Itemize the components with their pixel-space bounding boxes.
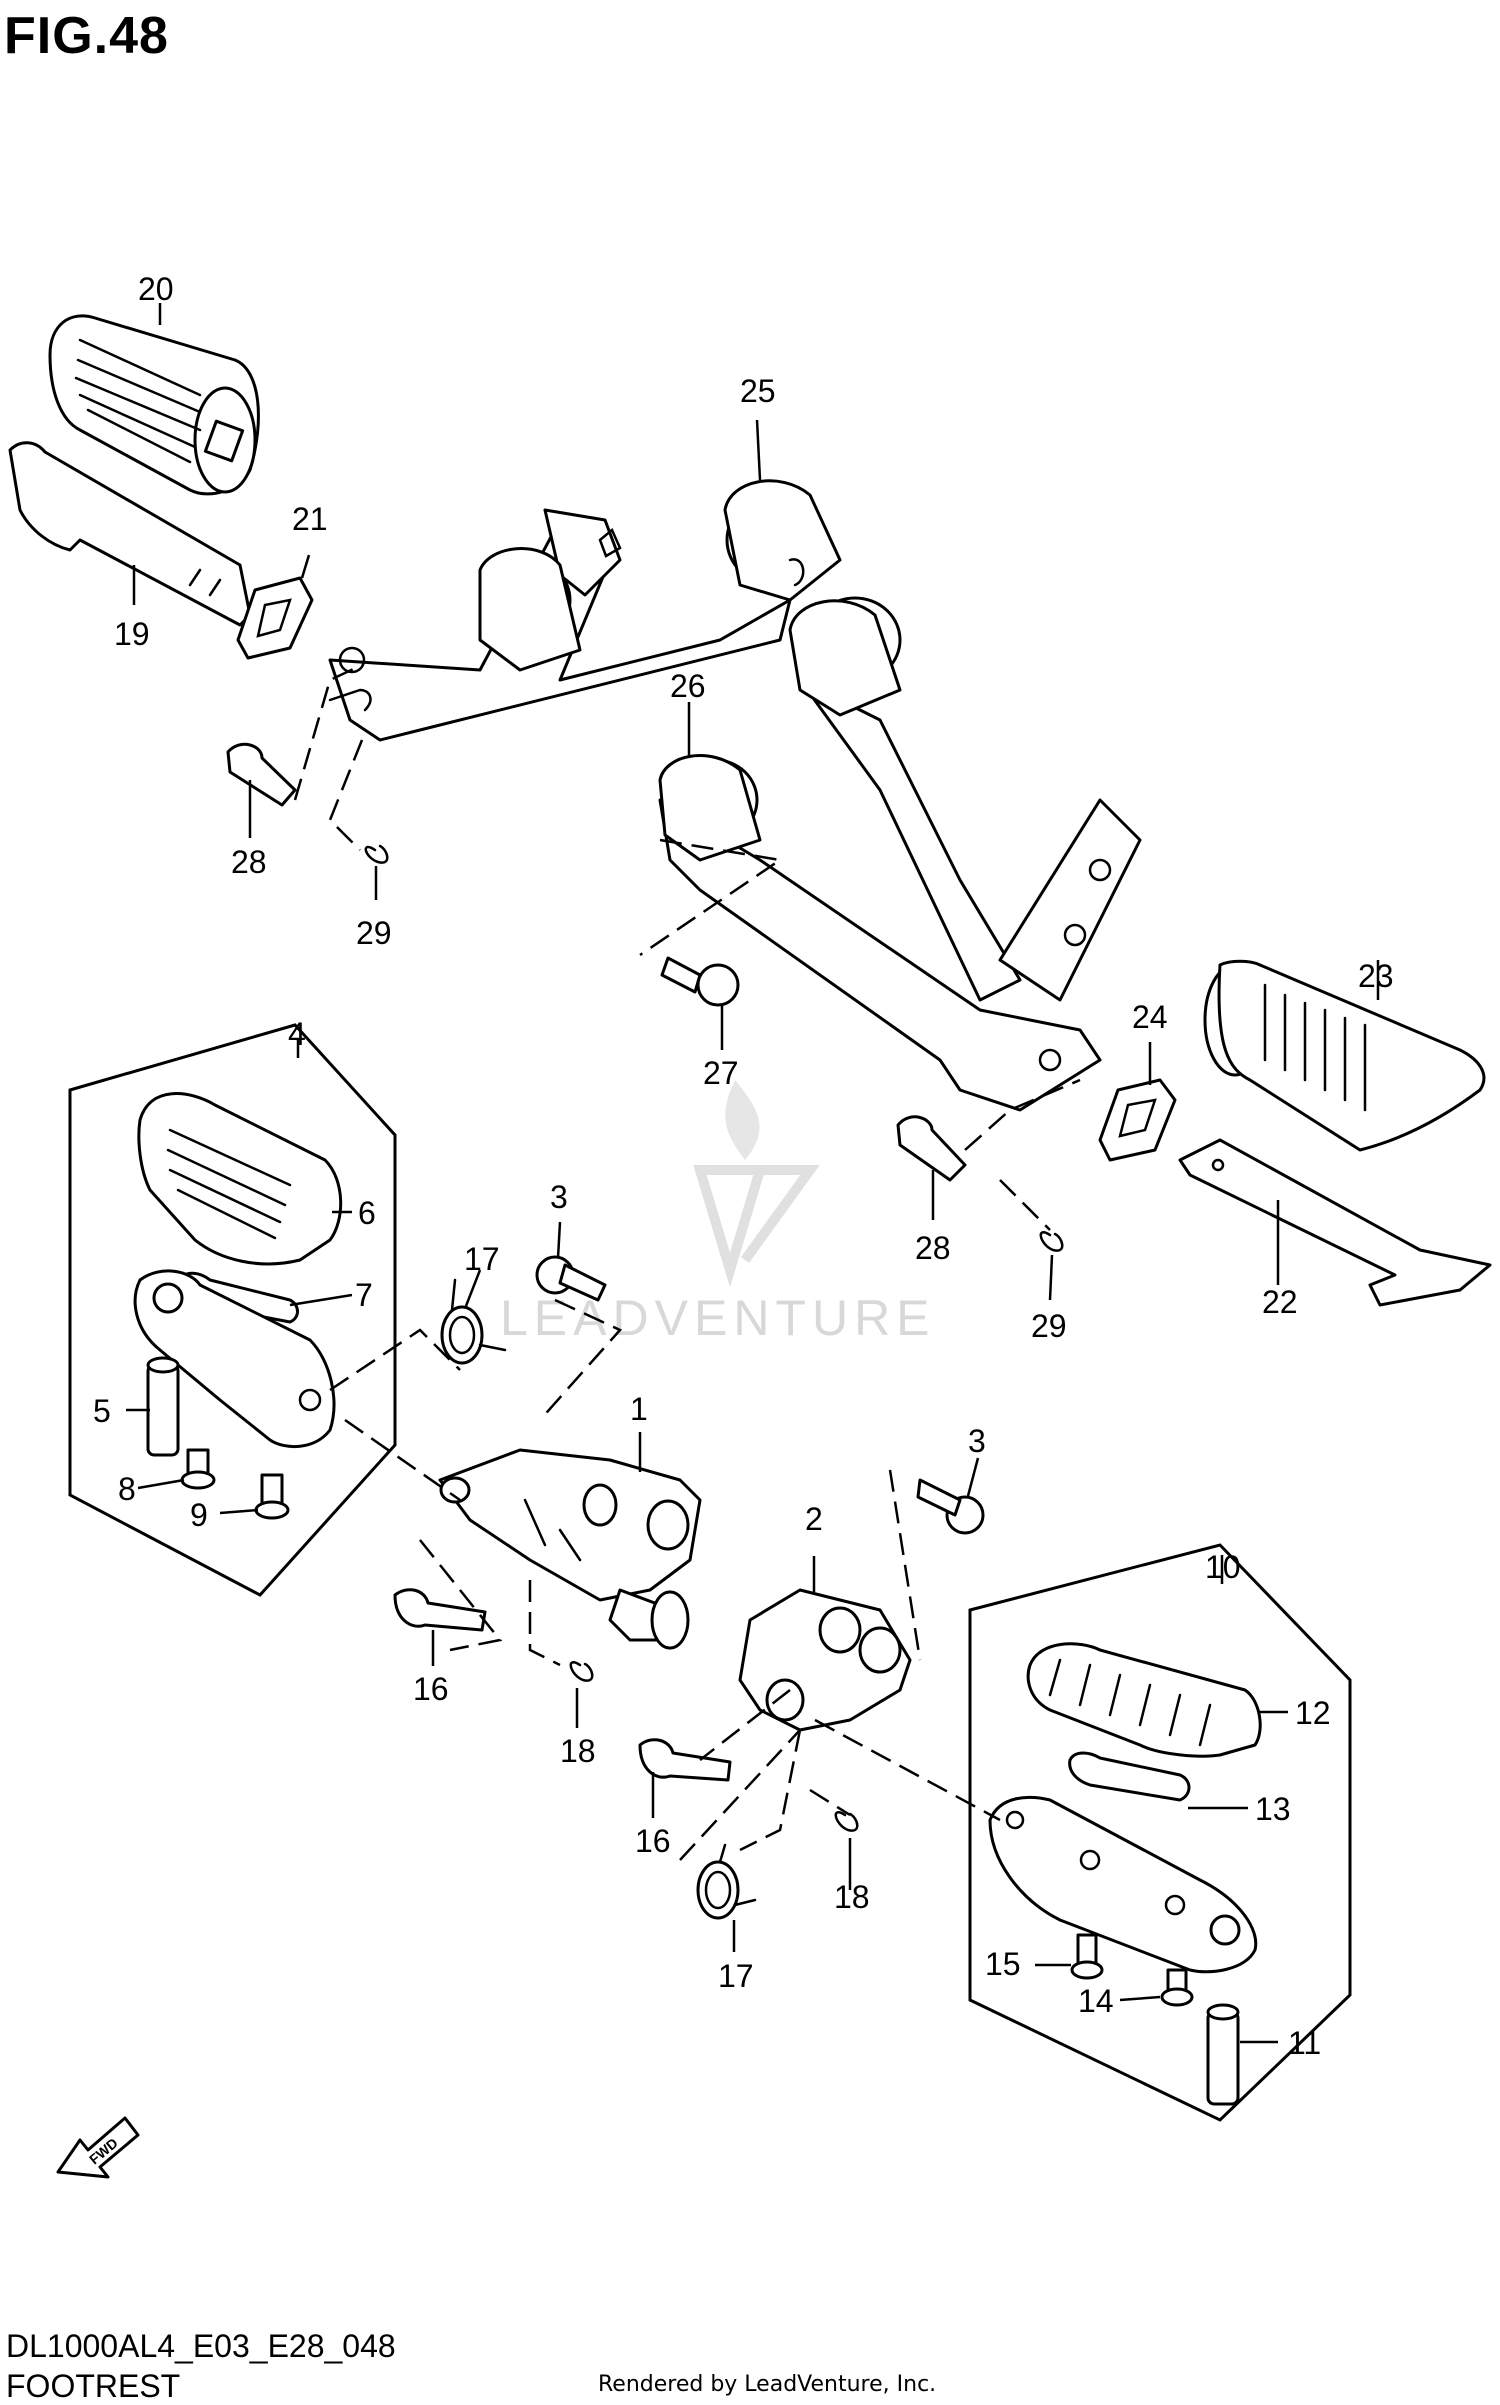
part-1-footrest-bracket — [438, 1448, 702, 1650]
model-code: DL1000AL4_E03_E28_048 — [6, 2328, 396, 2364]
callout-25: 25 — [740, 373, 776, 409]
callout-29-right: 29 — [1031, 1308, 1067, 1344]
part-27-bolt — [660, 956, 740, 1007]
kit-box-10 — [968, 1543, 1352, 2122]
callout-27: 27 — [703, 1055, 739, 1091]
part-17-spring — [440, 1278, 507, 1365]
part-18-clip — [569, 1661, 594, 1682]
assembly-lines — [293, 663, 1081, 1861]
callout-24: 24 — [1132, 999, 1168, 1035]
kit-box-4 — [68, 1023, 397, 1597]
figure-title: FIG.48 — [4, 7, 169, 65]
callout-3: 3 — [550, 1179, 568, 1215]
callout-19: 19 — [114, 616, 150, 652]
callout-20: 20 — [138, 271, 174, 307]
callout-8: 8 — [118, 1471, 136, 1507]
callout-3-lower: 3 — [968, 1423, 986, 1459]
callout-6: 6 — [358, 1195, 376, 1231]
part-18-clip-lower — [834, 1811, 859, 1832]
render-credit: Rendered by LeadVenture, Inc. — [598, 2372, 937, 2397]
part-28-pin — [226, 742, 297, 807]
callout-21: 21 — [292, 501, 328, 537]
callout-4: 4 — [288, 1016, 306, 1052]
left-footpeg-body — [133, 1269, 336, 1449]
callout-17-lower: 17 — [718, 1958, 754, 1994]
part-3-bolt — [535, 1255, 607, 1302]
part-28-pin-lower — [896, 1115, 967, 1182]
part-16-pin-lower — [638, 1738, 732, 1782]
part-5-pin — [146, 1356, 180, 1457]
part-26-pillion-bracket — [658, 596, 1142, 1112]
part-12-footpeg-rubber — [1026, 1642, 1262, 1758]
callout-5: 5 — [93, 1393, 111, 1429]
part-11-pin — [1206, 2003, 1240, 2106]
part-25-pillion-bracket — [328, 479, 842, 742]
part-16-pin — [393, 1588, 487, 1632]
part-3-bolt-lower — [916, 1478, 985, 1535]
part-19-footrest-plate — [8, 441, 252, 627]
callout-2: 2 — [805, 1501, 823, 1537]
callout-18: 18 — [560, 1733, 596, 1769]
watermark-text: LEADVENTURE — [500, 1290, 936, 1346]
part-13-plate — [1068, 1751, 1191, 1802]
part-14-bolt — [1160, 1968, 1194, 2007]
callout-15: 15 — [985, 1946, 1021, 1982]
callout-11: 11 — [1288, 2025, 1321, 2061]
part-29-clip — [364, 844, 389, 864]
callout-13: 13 — [1255, 1791, 1291, 1827]
leader-lines — [126, 303, 1380, 2044]
callout-29: 29 — [356, 915, 392, 951]
part-2-footrest-bracket — [738, 1588, 912, 1732]
part-23-footrest-rubber — [1203, 959, 1486, 1152]
part-21-damper — [236, 576, 314, 660]
part-6-footpeg-rubber — [137, 1092, 343, 1266]
part-15-bolt — [1070, 1933, 1104, 1980]
callout-7: 7 — [355, 1277, 373, 1313]
callout-16-lower: 16 — [635, 1823, 671, 1859]
part-8-bolt — [180, 1448, 216, 1490]
callout-14: 14 — [1078, 1983, 1114, 2019]
callout-23: 23 — [1358, 958, 1394, 994]
callout-1: 1 — [630, 1391, 648, 1427]
part-29-clip-lower — [1039, 1231, 1064, 1252]
fwd-arrow-icon: FWD — [56, 2116, 140, 2179]
callout-28-right: 28 — [915, 1230, 951, 1266]
part-9-bolt — [254, 1473, 290, 1520]
part-22-footrest-plate — [1178, 1138, 1492, 1307]
callout-10: 10 — [1205, 1549, 1241, 1585]
part-20-footrest-rubber — [48, 314, 260, 496]
part-17-spring-lower — [696, 1843, 757, 1920]
callout-16: 16 — [413, 1671, 449, 1707]
section-name: FOOTREST — [6, 2368, 181, 2404]
callout-28: 28 — [231, 844, 267, 880]
part-24-damper — [1098, 1078, 1177, 1162]
right-footpeg-body — [988, 1795, 1258, 1974]
leadventure-watermark: LEADVENTURE — [500, 1080, 936, 1346]
callout-18-lower: 18 — [834, 1879, 870, 1915]
callout-26: 26 — [670, 668, 706, 704]
callout-17: 17 — [464, 1241, 500, 1277]
callout-22: 22 — [1262, 1284, 1298, 1320]
callout-12: 12 — [1295, 1695, 1331, 1731]
callout-9: 9 — [190, 1497, 208, 1533]
